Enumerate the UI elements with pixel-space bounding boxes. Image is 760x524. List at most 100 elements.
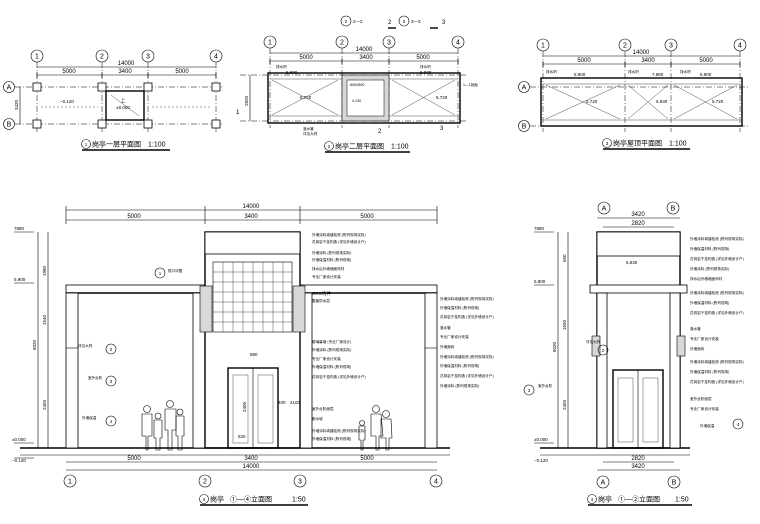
- dim-mid: 3400: [118, 69, 132, 75]
- ef-c16: 外墙涂料 (陈列现场实际): [440, 383, 479, 388]
- ef-people-right: [358, 405, 393, 451]
- ef-c1: 花岗岩干挂构造 (详见外墙设计户): [312, 239, 366, 244]
- p2-dim-right: 5000: [416, 55, 430, 61]
- p3-lvl-5720b: 5.720: [712, 99, 724, 104]
- plan1-num: 1: [85, 142, 88, 147]
- ef-tag-top: 1: [159, 271, 162, 276]
- es-note-3: 外墙保温: [700, 423, 715, 428]
- grid-bubble-2: 2: [100, 54, 104, 61]
- ef-v-620: 620: [238, 434, 246, 439]
- es-lvl-6830: 6,830: [626, 260, 638, 265]
- sec33-bubble: 3: [403, 19, 406, 24]
- p3-grid-B: B: [522, 124, 527, 131]
- ef-c5: 专业厂家设计安装: [312, 274, 341, 279]
- es-c10: 外墙面砖: [690, 346, 705, 351]
- es-c3: 外墙涂料 (陈列现场实际): [690, 266, 729, 271]
- dim-side-right: 5000: [175, 69, 189, 75]
- ef-c22: 室外台阶面层: [312, 406, 334, 411]
- ef-c9: 花岗岩干挂构造 (详见外墙设计户): [440, 314, 494, 319]
- ef-grid-1: 1: [68, 479, 72, 486]
- ef-c18: 外墙涂料 (陈列现场实际): [312, 347, 351, 352]
- p2-grid-2: 2: [340, 40, 344, 47]
- plan1-level: ±0.000: [116, 105, 130, 110]
- ef-grid-2: 2: [203, 479, 207, 486]
- es-v-6020: 6020: [552, 341, 557, 352]
- ef-dim-total-bot: 14000: [243, 464, 260, 470]
- plan2-num: 2: [328, 144, 331, 149]
- es-c0: 外墙涂料填缝检测 (陈列现场实际): [690, 236, 744, 241]
- grid-bubble-3: 3: [146, 54, 150, 61]
- p3-dim-right: 5000: [699, 58, 713, 64]
- es-el-7880: 7880: [534, 226, 545, 231]
- ef-el-7880: 7880: [14, 226, 25, 231]
- plan3-title: 岗亭屋顶平面图: [613, 139, 662, 148]
- ef-tag-8: 2: [110, 347, 113, 352]
- ef-v-1540: 1540: [42, 314, 47, 325]
- plan2-scale: 1:100: [391, 144, 409, 151]
- ef-dim-left-top: 5000: [127, 214, 141, 220]
- es-c1: 外墙保温材料 (陈列现场): [690, 246, 729, 251]
- p2-dim-mid: 3400: [359, 55, 373, 61]
- plan-ground-floor: 1 2 3 4 14000 5000 3400 5000 A B 3420: [3, 49, 224, 151]
- ef-grid-3: 3: [298, 479, 302, 486]
- ef-c3: 外墙保温材料 (陈列现场): [312, 257, 351, 262]
- ef-c23: 散水坡: [312, 416, 323, 421]
- p3-lvl-6830: 6.830: [656, 99, 668, 104]
- ef-c2: 外墙涂料 (陈列现场实际): [312, 250, 351, 255]
- ef-v-2400: 2400: [242, 401, 247, 412]
- es-tag-2: 2: [602, 348, 605, 353]
- ef-dim-mid-top: 3400: [244, 214, 258, 220]
- p3-grid-1: 1: [541, 43, 545, 50]
- p2-dim-total: 14000: [356, 47, 373, 53]
- es-c7: 花岗岩干挂构造 (详见外墙设计户): [690, 310, 744, 315]
- sec33-mark: 3: [442, 20, 446, 26]
- grid-bubble-B: B: [7, 122, 12, 129]
- ef-note-top: 檐口详图: [168, 268, 183, 273]
- es-c6: 外墙保温材料 (陈列现场): [690, 300, 729, 305]
- p2-pw-a: 排水坍: [276, 64, 287, 69]
- es-el-5900: 5,900: [534, 279, 546, 284]
- p3-lvl-5900a: 5.900: [574, 72, 586, 77]
- ef-c8: 外墙保温材料 (陈列现场): [440, 305, 479, 310]
- ef-el-5900: 5,900: [14, 277, 26, 282]
- ef-c24: 外墙涂料填缝检测 (陈列现场实际): [312, 428, 366, 433]
- p2-grid-1: 1: [268, 40, 272, 47]
- es-c4: 排水后外墙墙面饰材: [690, 276, 723, 281]
- booth-up-label: 上: [121, 97, 126, 103]
- p2-grid-3: 3: [387, 40, 391, 47]
- es-dim-bot2: 3420: [631, 464, 645, 470]
- p2-drain: 落水管: [303, 126, 314, 131]
- dim-row: 3420: [14, 99, 19, 110]
- p2-lvl-5900a: 5.900: [286, 70, 298, 75]
- es-el-0: ±0.000: [534, 437, 548, 442]
- plan1-outer-level: −0.120: [60, 99, 74, 104]
- sec22-label: 2—2: [353, 19, 363, 24]
- ef-people-left: [141, 400, 185, 451]
- ef-grc: GRC构件: [312, 290, 331, 297]
- sec22-bubble: 2: [345, 19, 348, 24]
- p2-section-label: 1—1剖面: [463, 82, 478, 87]
- es-v-2450: 2450: [562, 399, 567, 410]
- es-grid-B-bot: B: [672, 480, 677, 487]
- es-c15: 专业厂家设计安装: [690, 406, 719, 411]
- p3-lvl-7880: 7.880: [652, 72, 664, 77]
- es-c14: 室外台阶面层: [690, 396, 712, 401]
- es-v-1550: 1550: [562, 319, 567, 330]
- plan1-scale: 1:100: [148, 142, 166, 149]
- ef-v-7880: 6020: [32, 339, 37, 350]
- grid-bubble-A: A: [7, 85, 12, 92]
- p3-lvl-5900b: 5.900: [700, 72, 712, 77]
- p3-grid-A: A: [522, 85, 527, 92]
- sec33-label: 3—3: [411, 19, 421, 24]
- ef-tag-6: 4: [110, 419, 113, 424]
- es-title-num: 4: [591, 497, 594, 502]
- ef-title-num: 4: [203, 497, 206, 502]
- p3-pw-a: 排水坍: [546, 69, 557, 74]
- es-c5: 外墙涂料填缝检测 (陈列现场实际): [690, 290, 744, 295]
- es-v-650: 650: [562, 254, 567, 262]
- p3-dim-mid: 3400: [641, 58, 655, 64]
- es-title: 岗亭: [598, 495, 612, 504]
- ef-c21: 花岗岩干挂构造 (详见外墙设计户): [312, 374, 366, 379]
- p2-dim-depth: 2820: [244, 95, 249, 106]
- ef-c10: 落水管: [440, 325, 451, 330]
